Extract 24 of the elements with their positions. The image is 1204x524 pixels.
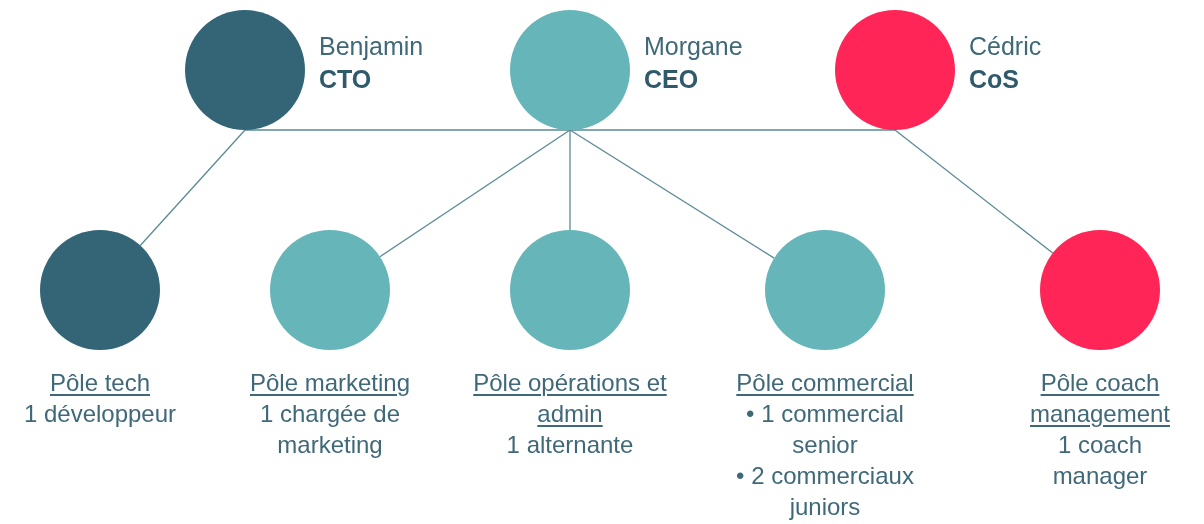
team-description: 1 coach manager (1051, 430, 1149, 491)
connector-line (569, 129, 775, 259)
connector-line (379, 129, 571, 258)
connector-line (244, 129, 571, 131)
connector-line (139, 129, 246, 247)
person-name: Benjamin (319, 31, 424, 62)
person-name: Morgane (644, 31, 743, 62)
team-name: Pôle marketing (248, 368, 412, 398)
team-name: Pôle commercial (735, 368, 915, 398)
team-description: 1 alternante (505, 430, 635, 460)
team-description: • 1 commercial senior (745, 399, 905, 460)
connector-line (569, 129, 571, 231)
role-title: CTO (319, 64, 373, 95)
team-name: Pôle tech (48, 368, 152, 398)
role-title: CEO (644, 64, 700, 95)
connector-line (569, 129, 896, 131)
team-description: 1 développeur (22, 399, 178, 429)
role-title: CoS (969, 64, 1020, 95)
team-name: Pôle opérations et admin (472, 368, 668, 429)
team-description: • 2 commerciaux juniors (735, 461, 915, 522)
connector-line (894, 129, 1054, 254)
team-description: 1 chargée de marketing (258, 399, 402, 460)
person-name: Cédric (969, 31, 1042, 62)
team-name: Pôle coach management (1028, 368, 1172, 429)
